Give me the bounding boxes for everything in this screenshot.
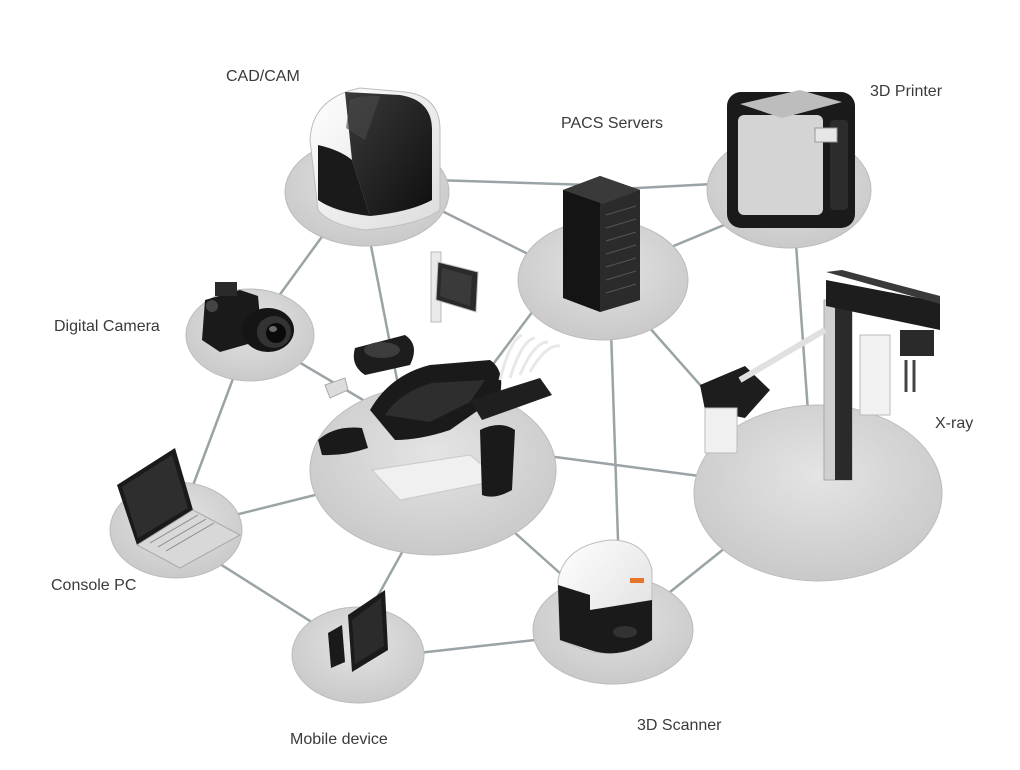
label-cad-cam: CAD/CAM [226, 68, 300, 85]
3d-printer-icon [727, 90, 855, 228]
label-3d-scanner: 3D Scanner [637, 717, 722, 734]
laptop-icon [117, 448, 242, 569]
label-digital-camera: Digital Camera [54, 318, 160, 335]
3d-scanner-icon [557, 539, 653, 654]
label-3d-printer: 3D Printer [870, 83, 943, 100]
platform-xray [693, 404, 943, 582]
camera-icon [202, 282, 294, 352]
dental-chair-icon [318, 251, 561, 501]
label-console-pc: Console PC [51, 577, 137, 594]
label-x-ray: X-ray [935, 415, 974, 432]
label-pacs-servers: PACS Servers [561, 115, 663, 132]
tablet-phone-icon [328, 590, 388, 672]
cad-cam-milling-unit-icon [309, 87, 441, 231]
xray-unit-icon [700, 270, 940, 481]
server-rack-icon [563, 176, 640, 312]
label-mobile-device: Mobile device [290, 731, 388, 748]
